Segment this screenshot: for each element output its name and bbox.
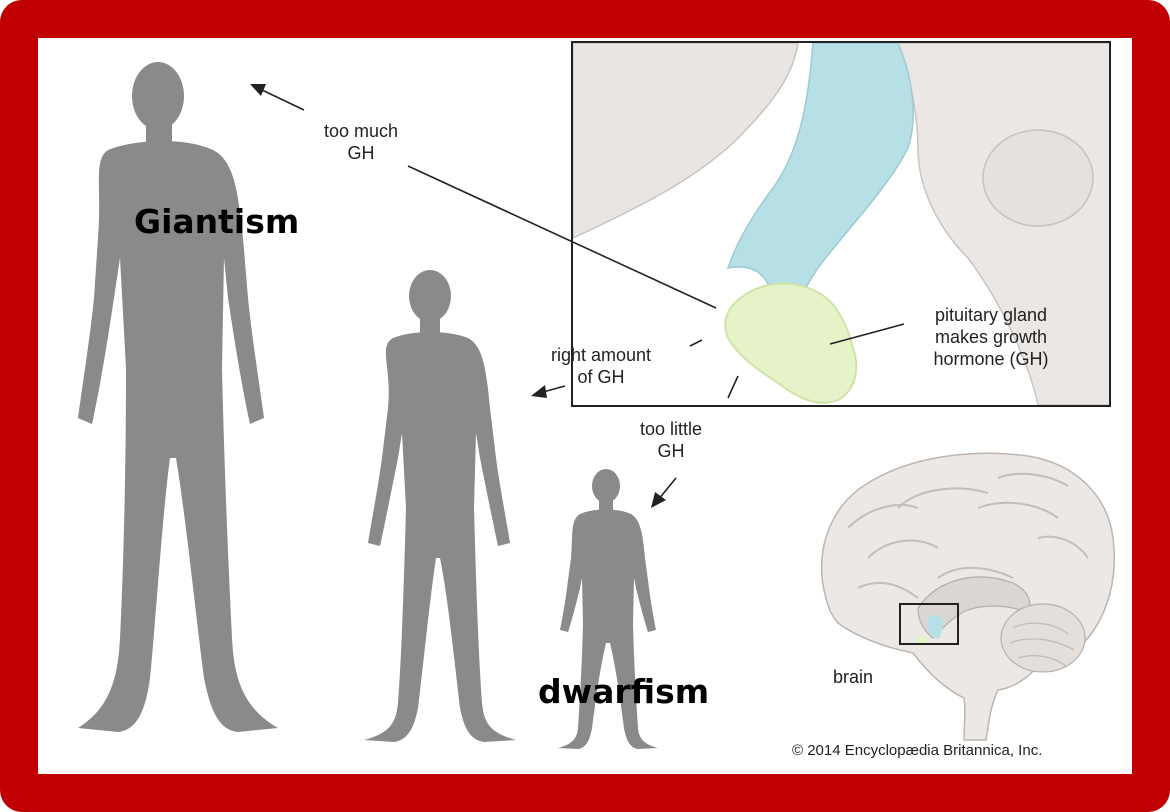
giantism-label: Giantism [134,202,299,241]
copyright-credit: © 2014 Encyclopædia Britannica, Inc. [792,742,1042,759]
diagram-area: too much GH right amount of GH too littl… [38,38,1132,774]
right-amount-line2: of GH [536,366,666,388]
dwarfism-label: dwarfism [538,672,709,711]
too-much-line1: too much [296,120,426,142]
too-much-line2: GH [296,142,426,164]
tall-person-silhouette [78,62,278,732]
medium-person-silhouette [364,270,516,742]
diagram-graphic [38,38,1132,774]
right-amount-gh-label: right amount of GH [536,344,666,388]
too-little-line2: GH [616,440,726,462]
pituitary-gland-label: pituitary gland makes growth hormone (GH… [906,304,1076,370]
right-amount-line1: right amount [536,344,666,366]
brain-label: brain [833,666,873,688]
pituitary-line2: makes growth [906,326,1076,348]
too-little-gh-label: too little GH [616,418,726,462]
too-much-gh-label: too much GH [296,120,426,164]
brain-illustration [822,453,1115,740]
too-little-line1: too little [616,418,726,440]
pituitary-line3: hormone (GH) [906,348,1076,370]
pituitary-line1: pituitary gland [906,304,1076,326]
